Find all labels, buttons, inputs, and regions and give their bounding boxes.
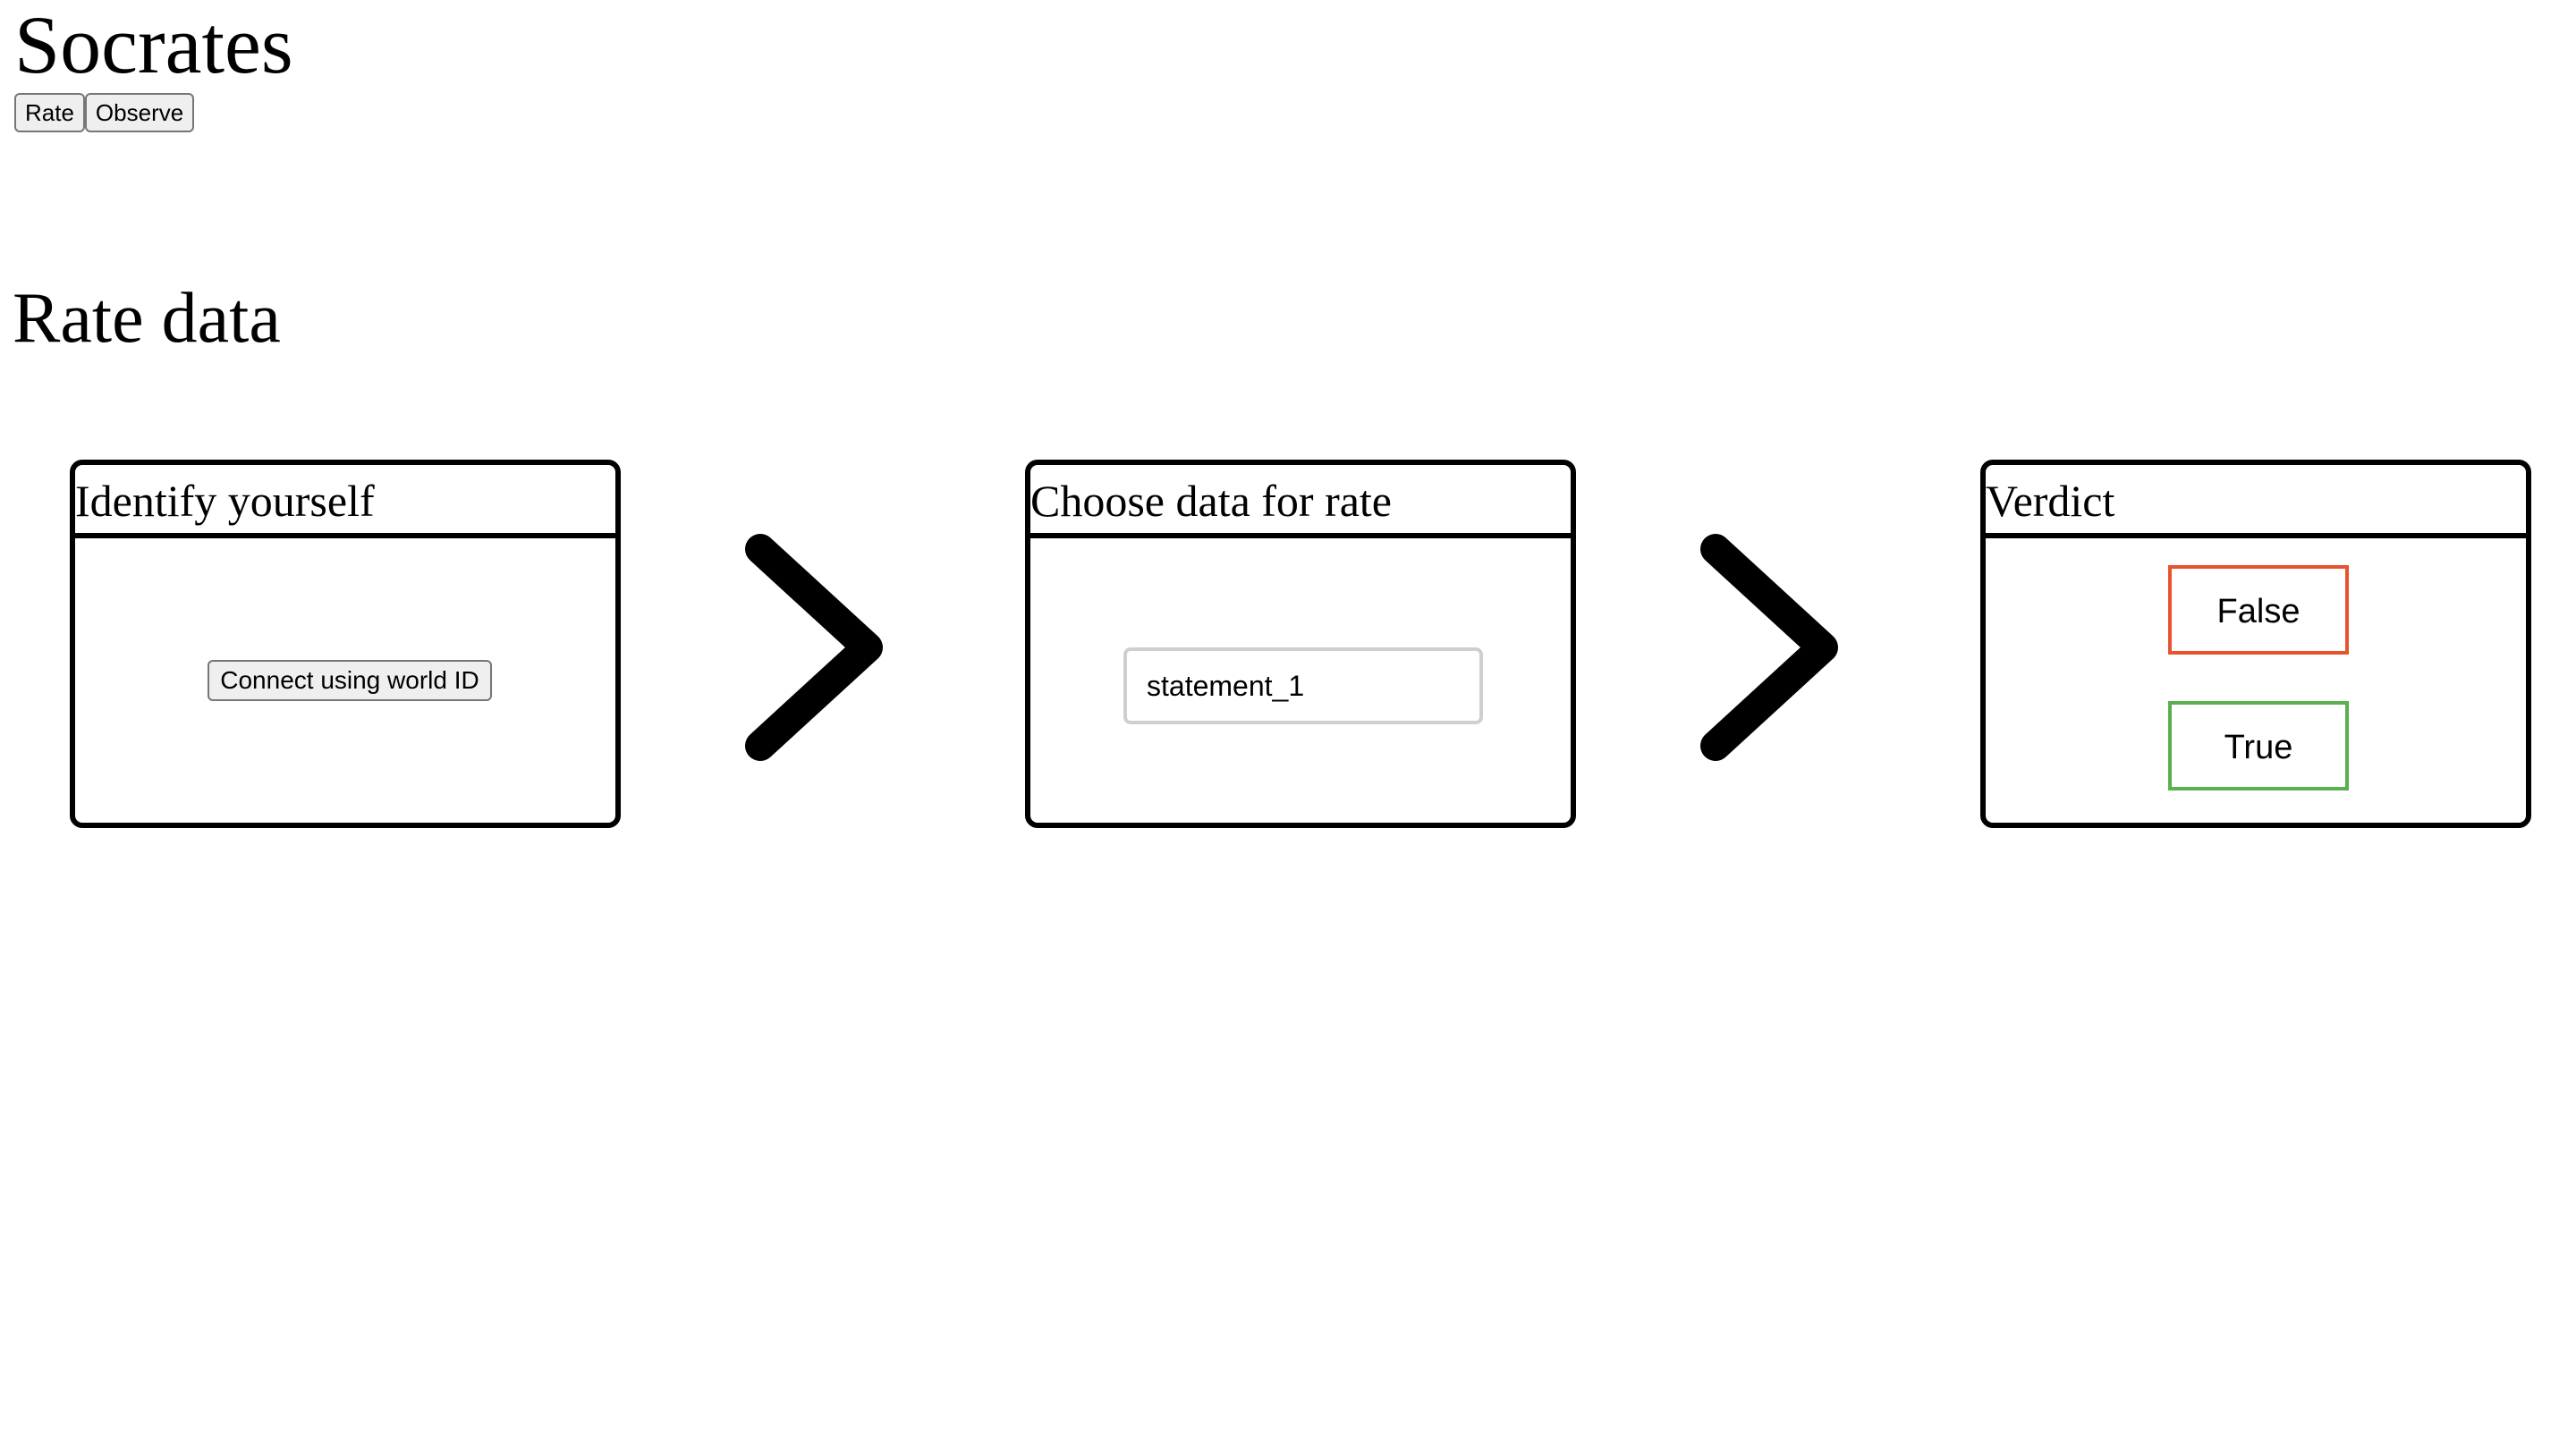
nav-rate-button[interactable]: Rate	[14, 93, 85, 132]
chevron-right-icon	[1700, 534, 1838, 761]
step-card-body: statement_1	[1030, 538, 1571, 828]
top-nav: Rate Observe	[14, 93, 195, 132]
step-card-identify: Identify yourself Connect using world ID	[70, 460, 621, 828]
data-select[interactable]: statement_1	[1123, 647, 1483, 724]
step-card-title: Identify yourself	[75, 465, 615, 538]
step-card-title: Verdict	[1986, 465, 2526, 538]
nav-observe-button[interactable]: Observe	[84, 93, 195, 132]
step-card-choose-data: Choose data for rate statement_1	[1025, 460, 1576, 828]
step-card-title: Choose data for rate	[1030, 465, 1571, 538]
section-title: Rate data	[13, 279, 281, 358]
connect-world-id-button[interactable]: Connect using world ID	[208, 660, 492, 701]
app-title: Socrates	[14, 0, 293, 90]
verdict-true-button[interactable]: True	[2168, 701, 2349, 790]
verdict-false-button[interactable]: False	[2168, 565, 2349, 655]
chevron-right-icon	[745, 534, 883, 761]
step-card-body: Connect using world ID	[75, 538, 615, 828]
step-card-body: False True	[1986, 538, 2526, 828]
step-card-verdict: Verdict False True	[1980, 460, 2531, 828]
